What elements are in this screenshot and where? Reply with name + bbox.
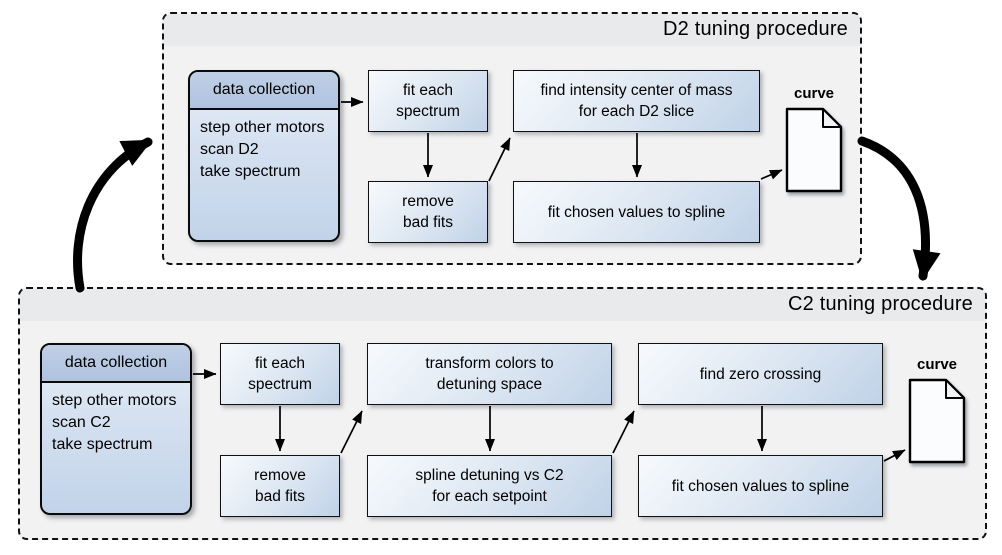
d2-dc-line-2: scan D2 — [200, 141, 259, 158]
c2-step-fit-chosen-spline: fit chosen values to spline — [638, 455, 883, 517]
c2-step-find-zero-crossing: find zero crossing — [638, 343, 883, 405]
c2-dc-line-1: step other motors — [52, 392, 177, 409]
c2-curve-label: curve — [916, 356, 958, 373]
document-icon — [785, 107, 843, 193]
c2-data-collection-body: step other motors scan C2 take spectrum — [42, 383, 190, 463]
d2-step-fit-chosen-spline: fit chosen values to spline — [513, 181, 760, 243]
c2-data-collection-box: data collection step other motors scan C… — [40, 343, 192, 515]
d2-step-remove-bad-fits: remove bad fits — [368, 181, 488, 243]
c2-data-collection-header: data collection — [42, 345, 190, 383]
d2-data-collection-body: step other motors scan D2 take spectrum — [190, 110, 338, 190]
d2-data-collection-box: data collection step other motors scan D… — [188, 70, 340, 242]
d2-step-find-intensity-com: find intensity center of mass for each D… — [513, 70, 760, 132]
c2-to-d2-feedback-arrow — [73, 137, 153, 293]
c2-curve-output: curve — [908, 356, 966, 464]
d2-step-fit-each-spectrum: fit each spectrum — [368, 70, 488, 132]
c2-step-spline-detuning: spline detuning vs C2 for each setpoint — [367, 455, 612, 517]
d2-curve-label: curve — [793, 85, 835, 102]
d2-curve-output: curve — [785, 85, 843, 193]
c2-step-fit-each-spectrum: fit each spectrum — [220, 343, 340, 405]
d2-to-c2-feedback-arrow — [857, 136, 941, 281]
d2-dc-line-3: take spectrum — [200, 163, 301, 180]
d2-dc-line-1: step other motors — [200, 119, 325, 136]
document-icon — [908, 378, 966, 464]
d2-data-collection-header: data collection — [190, 72, 338, 110]
c2-step-transform-colors: transform colors to detuning space — [367, 343, 612, 405]
d2-panel-title: D2 tuning procedure — [164, 14, 860, 46]
c2-dc-line-2: scan C2 — [52, 414, 111, 431]
c2-panel-title: C2 tuning procedure — [20, 289, 985, 321]
c2-step-remove-bad-fits: remove bad fits — [220, 455, 340, 517]
c2-dc-line-3: take spectrum — [52, 436, 153, 453]
